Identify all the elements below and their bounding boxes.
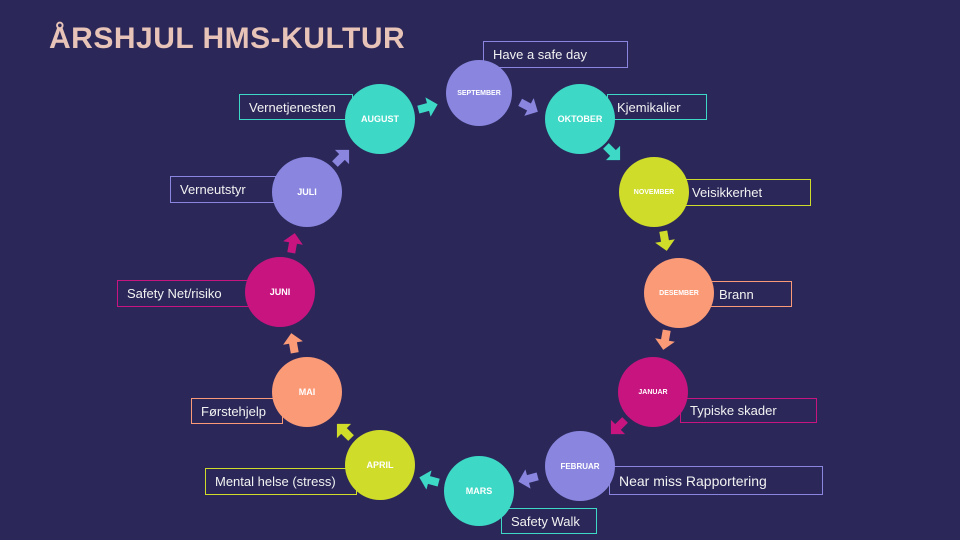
topic-text: Typiske skader: [690, 403, 777, 418]
month-circle-februar: FEBRUAR: [545, 431, 615, 501]
topic-text: Kjemikalier: [617, 99, 681, 115]
topic-text: Have a safe day: [493, 47, 587, 62]
page-title: ÅRSHJUL HMS-KULTUR: [49, 22, 406, 55]
month-label: NOVEMBER: [633, 188, 675, 196]
month-circle-januar: JANUAR: [618, 357, 688, 427]
chevron-arrow-icon: [280, 230, 305, 255]
topic-box-august: Vernetjenesten: [239, 94, 353, 120]
month-circle-august: AUGUST: [345, 84, 415, 154]
chevron-arrow-icon: [416, 467, 443, 494]
month-label: JANUAR: [638, 388, 668, 396]
topic-box-september: Have a safe day: [483, 41, 628, 68]
chevron-arrow-icon: [326, 141, 357, 172]
month-circle-mars: MARS: [444, 456, 514, 526]
topic-box-februar: Near miss Rapportering: [609, 466, 823, 495]
chevron-arrow-icon: [597, 137, 628, 168]
month-circle-oktober: OKTOBER: [545, 84, 615, 154]
month-label: AUGUST: [361, 114, 399, 124]
topic-text: Førstehjelp: [201, 403, 267, 419]
chevron-arrow-icon: [652, 228, 677, 253]
topic-box-november: Veisikkerhet: [682, 179, 811, 206]
topic-box-januar: Typiske skader: [680, 398, 817, 423]
topic-text: Brann: [719, 286, 754, 302]
topic-box-desember: Brann: [709, 281, 792, 307]
topic-text: Safety Walk: [511, 513, 580, 529]
topic-box-april: Mental helse (stress): [205, 468, 357, 495]
topic-text: Safety Net/risiko: [127, 286, 222, 301]
topic-text: Mental helse (stress): [215, 474, 336, 489]
chevron-arrow-icon: [328, 415, 359, 446]
topic-text: Near miss Rapportering: [619, 472, 767, 489]
topic-box-juni: Safety Net/risiko: [117, 280, 251, 307]
chevron-arrow-icon: [602, 411, 633, 442]
topic-box-juli: Verneutstyr: [170, 176, 276, 203]
chevron-arrow-icon: [415, 94, 442, 121]
chevron-arrow-icon: [280, 330, 305, 355]
chevron-arrow-icon: [515, 466, 542, 493]
topic-box-mai: Førstehjelp: [191, 398, 283, 424]
month-circle-desember: DESEMBER: [644, 258, 714, 328]
month-label: DESEMBER: [659, 289, 699, 297]
month-circle-juli: JULI: [272, 157, 342, 227]
month-label: MARS: [465, 486, 493, 496]
topic-box-oktober: Kjemikalier: [607, 94, 707, 120]
month-label: JUNI: [269, 287, 291, 297]
month-label: MAI: [298, 387, 316, 397]
month-label: JULI: [297, 187, 317, 197]
topic-text: Veisikkerhet: [692, 185, 763, 200]
month-circle-juni: JUNI: [245, 257, 315, 327]
topic-text: Vernetjenesten: [249, 99, 336, 115]
month-label: OKTOBER: [557, 114, 603, 124]
month-circle-september: SEPTEMBER: [446, 60, 512, 126]
month-label: APRIL: [366, 460, 394, 470]
month-label: SEPTEMBER: [457, 89, 501, 97]
chevron-arrow-icon: [652, 327, 677, 352]
topic-box-mars: Safety Walk: [501, 508, 597, 534]
month-circle-mai: MAI: [272, 357, 342, 427]
month-circle-november: NOVEMBER: [619, 157, 689, 227]
chevron-arrow-icon: [514, 92, 544, 122]
month-label: FEBRUAR: [560, 461, 600, 471]
topic-text: Verneutstyr: [180, 182, 246, 197]
